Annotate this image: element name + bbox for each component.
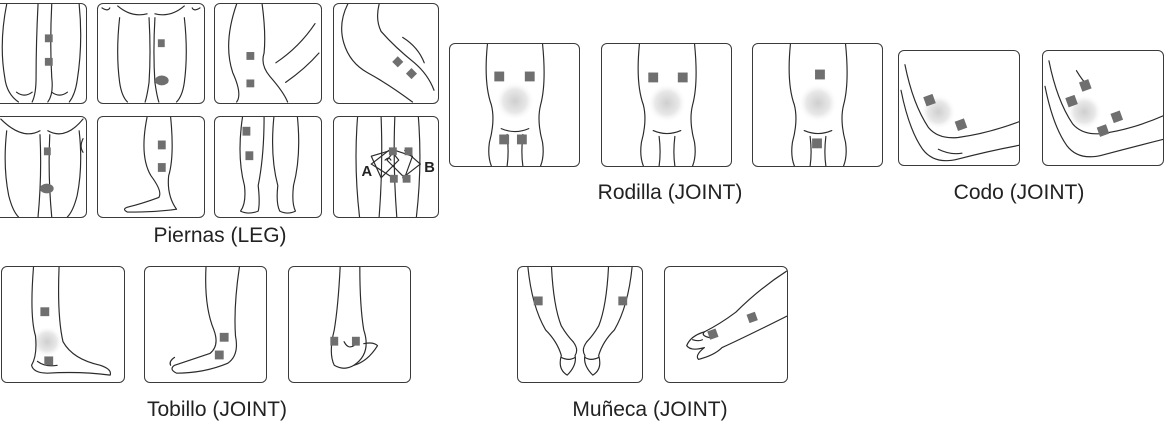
- elbow-outer-illustration: [899, 51, 1019, 165]
- leg-back-calf-illustration: [215, 117, 321, 217]
- electrode-pad: [45, 58, 53, 66]
- leg-front-shin-illustration: [0, 117, 86, 217]
- electrode-pad: [158, 163, 166, 172]
- electrode-pad: [44, 356, 53, 365]
- leg-side-thigh-illustration: [215, 4, 321, 103]
- electrode-pad: [392, 56, 403, 67]
- knee-panel-1: [449, 43, 580, 167]
- electrode-pad: [245, 151, 253, 160]
- ankle-panel-3: [288, 266, 411, 383]
- electrode-pad: [220, 333, 229, 342]
- knee-two-pad-illustration: [602, 44, 731, 166]
- electrode-pad: [1079, 79, 1092, 92]
- electrode-pad: [678, 73, 688, 83]
- leg-panel-1: [0, 3, 87, 104]
- electrode-pad: [815, 70, 825, 80]
- leg-panel-7: [214, 116, 322, 218]
- electrode-pad: [158, 39, 165, 47]
- leg-side-calf-illustration: [98, 117, 204, 217]
- electrode-pad-round: [155, 76, 169, 86]
- electrode-pad: [215, 351, 224, 360]
- electrode-pad: [246, 79, 254, 87]
- caption-legs: Piernas (LEG): [153, 224, 286, 248]
- leg-panel-2: [97, 3, 205, 104]
- electrode-pad: [352, 337, 360, 346]
- caption-ankle: Tobillo (JOINT): [147, 398, 287, 422]
- electrode-pad: [812, 138, 822, 148]
- electrode-pad: [389, 147, 397, 155]
- electrode-pad: [534, 296, 543, 305]
- electrode-pad: [405, 147, 413, 155]
- wrist-both-hands-illustration: [518, 267, 642, 382]
- knee-vertical-pad-illustration: [753, 44, 882, 166]
- electrode-pad: [499, 135, 509, 145]
- electrode-pad: [40, 307, 49, 316]
- leg-panel-6: [97, 116, 205, 218]
- electrode-pad: [648, 73, 658, 83]
- electrode-pad: [1110, 111, 1123, 124]
- elbow-panel-1: [898, 50, 1020, 166]
- ankle-panel-2: [144, 266, 267, 383]
- leg-panel-4: [333, 3, 439, 104]
- electrode-pad: [45, 34, 53, 42]
- ankle-panel-1: [1, 266, 125, 383]
- electrode-pad: [44, 147, 51, 155]
- leg-panel-8: A B: [333, 116, 439, 218]
- wrist-panel-2: [664, 266, 788, 383]
- caption-wrist: Muñeca (JOINT): [572, 398, 727, 422]
- leg-knee-ab-illustration: A B: [334, 117, 438, 217]
- elbow-inner-illustration: [1043, 51, 1163, 165]
- ankle-back-illustration: [289, 267, 410, 382]
- marker-b: B: [424, 160, 435, 176]
- electrode-pad: [330, 337, 338, 346]
- electrode-pad: [1097, 124, 1110, 137]
- caption-knee: Rodilla (JOINT): [598, 181, 743, 205]
- wrist-panel-1: [517, 266, 643, 383]
- knee-panel-2: [601, 43, 732, 167]
- electrode-pad: [517, 135, 527, 145]
- marker-a: A: [361, 164, 372, 180]
- electrode-pad: [403, 175, 411, 183]
- leg-front-thigh-illustration: [0, 4, 86, 103]
- electrode-pad: [390, 175, 398, 183]
- knee-four-pad-illustration: [450, 44, 579, 166]
- electrode-pad: [406, 68, 417, 79]
- electrode-pad: [243, 127, 251, 136]
- leg-back-hamstring-illustration: [334, 4, 438, 103]
- electrode-pad: [525, 72, 535, 82]
- electrode-pad: [246, 52, 254, 60]
- leg-panel-3: [214, 3, 322, 104]
- electrode-pad: [158, 141, 166, 150]
- electrode-pad: [955, 118, 968, 131]
- elbow-panel-2: [1042, 50, 1164, 166]
- ankle-outer-illustration: [145, 267, 266, 382]
- electrode-pad-round: [40, 184, 54, 194]
- wrist-single-hand-illustration: [665, 267, 787, 382]
- knee-panel-3: [752, 43, 883, 167]
- electrode-pad: [494, 72, 504, 82]
- leg-panel-5: [0, 116, 87, 218]
- caption-elbow: Codo (JOINT): [954, 181, 1085, 205]
- electrode-pad: [618, 296, 627, 305]
- ankle-side-illustration: [2, 267, 124, 382]
- leg-front-inner-thigh-illustration: [98, 4, 204, 103]
- electrode-pad: [747, 312, 758, 323]
